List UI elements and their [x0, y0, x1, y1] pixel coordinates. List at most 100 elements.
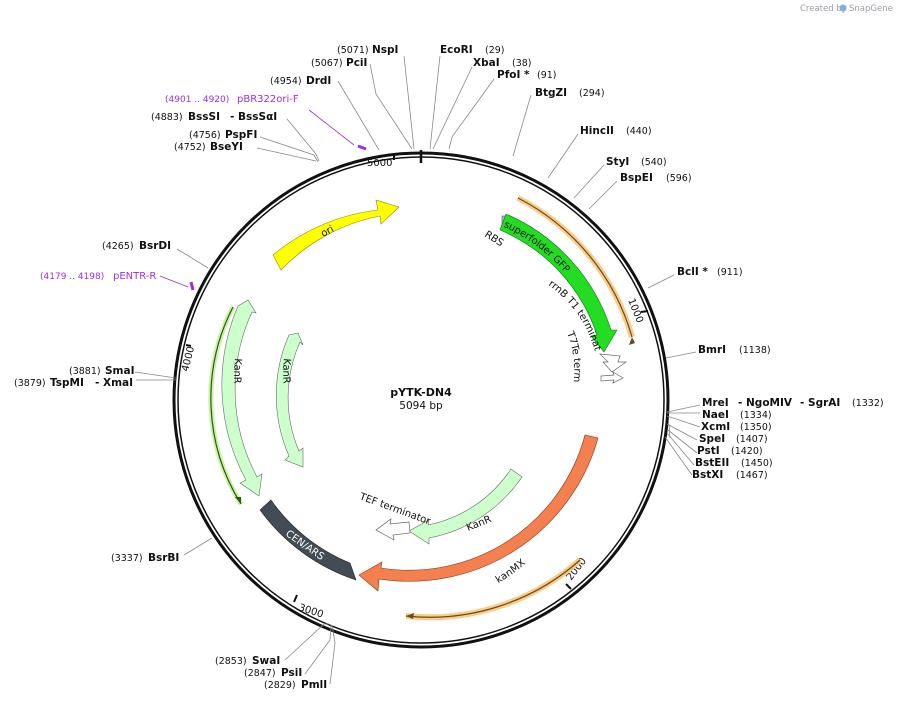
svg-text:- SgrAI: - SgrAI: [800, 397, 840, 409]
enzyme-swai[interactable]: (2853)SwaI: [215, 655, 280, 667]
enzyme-bsrbi[interactable]: (3337) BsrBI: [111, 552, 179, 564]
enzyme-smai[interactable]: (3881) SmaI: [69, 365, 135, 377]
feature-tef-label: TEF terminator: [357, 491, 433, 527]
svg-text:BsrBI: BsrBI: [148, 552, 179, 564]
svg-text:TspMI: TspMI: [50, 377, 84, 389]
svg-text:(2829): (2829): [264, 680, 296, 691]
svg-text:5000: 5000: [367, 158, 392, 169]
credit-created-by: Created by: [800, 4, 847, 14]
enzyme-spei[interactable]: SpeI (1407): [699, 433, 768, 445]
enzyme-btgzi[interactable]: BtgZI (294): [535, 87, 605, 99]
credit-brand: SnapGene: [849, 4, 893, 14]
svg-text:SpeI: SpeI: [699, 433, 725, 445]
enzyme-nspi[interactable]: (5071)NspI: [337, 44, 398, 56]
svg-text:(1420): (1420): [731, 446, 763, 457]
plasmid-size: 5094 bp: [399, 400, 443, 412]
feature-cen-ars-label: CEN/ARS: [283, 528, 326, 562]
feature-kanr-bottom[interactable]: KanR: [408, 468, 523, 545]
feature-ori-label: ori: [319, 224, 336, 240]
svg-text:BmrI: BmrI: [698, 344, 726, 356]
svg-text:(1334): (1334): [740, 410, 772, 421]
tick-3000: 3000: [293, 594, 325, 621]
svg-text:3000: 3000: [297, 602, 325, 620]
feature-tef-arrow[interactable]: [375, 518, 411, 541]
svg-text:XbaI: XbaI: [473, 57, 500, 69]
svg-text:SmaI: SmaI: [105, 365, 135, 377]
svg-text:(1332): (1332): [852, 398, 884, 409]
feature-kanr-inner[interactable]: KanR: [276, 332, 304, 468]
svg-text:(596): (596): [666, 173, 692, 184]
svg-text:(5067): (5067): [311, 58, 343, 69]
svg-text:PstI: PstI: [697, 445, 720, 457]
enzyme-bstxi[interactable]: BstXI (1467): [692, 469, 768, 481]
svg-text:BsrDI: BsrDI: [139, 240, 171, 252]
orf-arrow-kanr: [235, 497, 241, 504]
enzyme-pspfi[interactable]: (4756)PspFI: [189, 129, 257, 141]
svg-text:(1138): (1138): [739, 345, 771, 356]
svg-text:(1407): (1407): [736, 434, 768, 445]
enzyme-bsssi[interactable]: (4883)BssSI- BssSαI: [151, 111, 277, 123]
enzyme-bspei[interactable]: BspEI (596): [620, 172, 692, 184]
feature-ori[interactable]: ori: [272, 199, 400, 271]
enzyme-xcmi[interactable]: XcmI(1350): [701, 421, 772, 433]
enzyme-pmli[interactable]: (2829) PmlI: [264, 679, 327, 691]
svg-text:- XmaI: - XmaI: [95, 377, 133, 389]
enzyme-xbai[interactable]: XbaI (38): [473, 57, 532, 69]
enzyme-bseyi[interactable]: (4752)BseYI: [174, 141, 243, 153]
svg-text:(440): (440): [626, 126, 652, 137]
svg-text:BtgZI: BtgZI: [535, 87, 567, 99]
primer-pentr-r[interactable]: (4179 .. 4198) pENTR-R: [40, 271, 195, 291]
svg-text:(3879): (3879): [14, 378, 46, 389]
tick-5000: 5000: [367, 153, 395, 169]
svg-text:MreI: MreI: [702, 397, 729, 409]
svg-text:SwaI: SwaI: [252, 655, 280, 667]
enzyme-bcli[interactable]: BclI *(911): [677, 266, 743, 278]
enzyme-hincii[interactable]: HincII (440): [580, 125, 652, 137]
svg-text:- BssSαI: - BssSαI: [230, 111, 277, 123]
feature-cen-ars[interactable]: CEN/ARS: [259, 499, 357, 581]
svg-text:XcmI: XcmI: [701, 421, 730, 433]
svg-text:(3337): (3337): [111, 553, 143, 564]
svg-text:PspFI: PspFI: [225, 129, 257, 141]
enzyme-tspmi[interactable]: (3879) TspMI - XmaI: [14, 377, 133, 389]
enzyme-ecori[interactable]: EcoRI(29): [440, 44, 505, 56]
enzyme-drdi[interactable]: (4954)DrdI: [270, 75, 331, 87]
feature-rrnb-arrow[interactable]: [599, 353, 628, 373]
primer-pbr322ori-f-name: pBR322ori-F: [237, 94, 299, 105]
svg-text:HincII: HincII: [580, 125, 614, 137]
primer-pentr-r-name: pENTR-R: [113, 271, 156, 282]
enzyme-bmri[interactable]: BmrI (1138): [698, 344, 771, 356]
primer-pbr322ori-f[interactable]: (4901 .. 4920) pBR322ori-F: [165, 94, 367, 151]
orf-line-kanr: [210, 306, 242, 505]
enzyme-bsrdi[interactable]: (4265)BsrDI: [102, 240, 171, 252]
svg-text:PfoI *: PfoI *: [497, 69, 530, 81]
svg-text:(3881): (3881): [69, 366, 101, 377]
orf-line-gfp: [517, 197, 633, 338]
enzyme-bsteii[interactable]: BstEII(1450): [695, 457, 773, 469]
enzyme-psti[interactable]: PstI (1420): [697, 445, 763, 457]
svg-text:(540): (540): [641, 157, 667, 168]
feature-t7te-arrow[interactable]: [600, 371, 624, 384]
enzyme-pcii[interactable]: (5067)PciI: [311, 57, 367, 69]
orf-arrow-kanmx: [406, 613, 414, 619]
svg-text:(38): (38): [512, 58, 532, 69]
svg-text:(294): (294): [579, 88, 605, 99]
svg-text:(2847): (2847): [244, 668, 276, 679]
svg-text:BstXI: BstXI: [692, 469, 723, 481]
svg-text:(5071): (5071): [337, 45, 369, 56]
svg-text:(1467): (1467): [736, 470, 768, 481]
enzyme-pfoi[interactable]: PfoI * (91): [497, 69, 557, 81]
svg-text:PmlI: PmlI: [301, 679, 327, 691]
svg-text:BspEI: BspEI: [620, 172, 653, 184]
svg-text:(911): (911): [717, 267, 743, 278]
svg-text:(91): (91): [537, 70, 557, 81]
feature-kanr-left[interactable]: KanR: [221, 299, 263, 497]
svg-text:DrdI: DrdI: [306, 75, 331, 87]
enzyme-psii[interactable]: (2847)PsiI: [244, 667, 302, 679]
enzyme-styi[interactable]: StyI(540): [606, 156, 667, 168]
enzyme-mrei[interactable]: MreI- NgoMIV- SgrAI(1332): [702, 397, 884, 409]
feature-kanmx-label: kanMX: [494, 557, 528, 586]
enzyme-naei[interactable]: NaeI(1334): [702, 409, 772, 421]
feature-kanr-left-label: KanR: [231, 358, 243, 384]
